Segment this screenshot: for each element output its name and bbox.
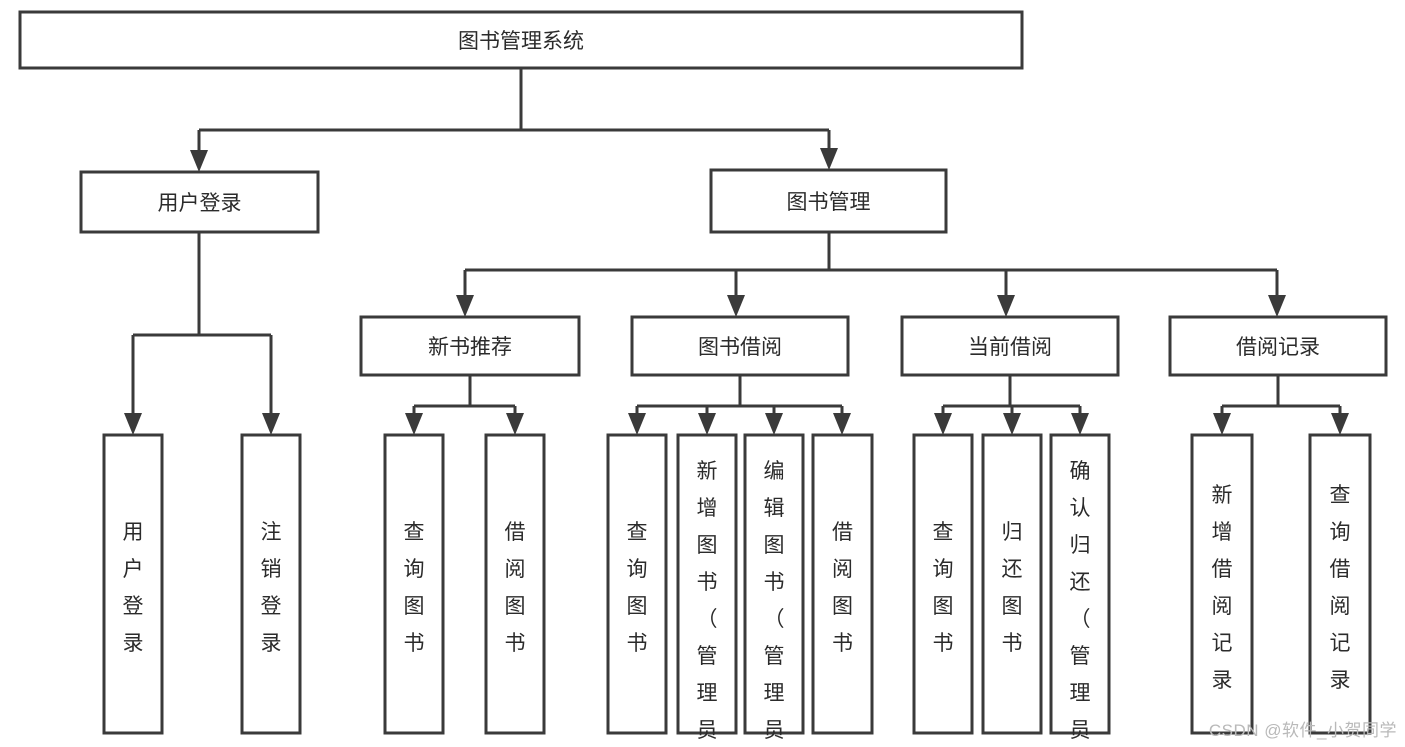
- node-label-leaf-borrow-book: 借阅图书: [832, 521, 853, 655]
- node-label-user-login: 用户登录: [158, 192, 242, 215]
- node-label-leaf-add-book-admin: 新增图书（管理员）: [697, 460, 718, 747]
- node-box-leaf-query-borrow-record[interactable]: [1308, 433, 1372, 735]
- node-box-leaf-borrow-book-rec[interactable]: [484, 433, 546, 735]
- node-box-leaf-add-borrow-record[interactable]: [1190, 433, 1254, 735]
- node-box-root[interactable]: [18, 10, 1024, 70]
- borrow-record-child-1-arrowhead: [1331, 413, 1349, 435]
- node-label-leaf-return-book: 归还图书: [1002, 521, 1023, 655]
- node-leaf-borrow-book[interactable]: 借阅图书: [811, 433, 874, 735]
- node-box-leaf-query-book-rec[interactable]: [383, 433, 445, 735]
- node-label-leaf-query-borrow-record: 查询借阅记录: [1330, 484, 1351, 692]
- node-leaf-borrow-book-rec[interactable]: 借阅图书: [484, 433, 546, 735]
- node-label-borrow-record: 借阅记录: [1236, 336, 1320, 359]
- node-label-leaf-query-book-borrow: 查询图书: [627, 521, 648, 655]
- node-leaf-return-book[interactable]: 归还图书: [981, 433, 1043, 735]
- new-book-rec-child-0-arrowhead: [405, 413, 423, 435]
- root-child-0-arrowhead: [190, 150, 208, 172]
- node-leaf-add-book-admin[interactable]: 新增图书（管理员）: [676, 433, 738, 747]
- node-label-book-borrow: 图书借阅: [698, 336, 782, 359]
- node-label-current-borrow: 当前借阅: [968, 336, 1052, 359]
- node-leaf-edit-book-admin[interactable]: 编辑图书（管理员）: [743, 433, 805, 747]
- node-root[interactable]: 图书管理系统: [18, 10, 1024, 70]
- node-current-borrow[interactable]: 当前借阅: [900, 315, 1120, 377]
- user-login-child-1-arrowhead: [262, 413, 280, 435]
- book-borrow-child-1-arrowhead: [698, 413, 716, 435]
- node-label-root: 图书管理系统: [458, 30, 584, 53]
- node-box-leaf-confirm-return-admin[interactable]: [1049, 433, 1111, 735]
- user-login-child-0-arrowhead: [124, 413, 142, 435]
- node-leaf-query-book-rec[interactable]: 查询图书: [383, 433, 445, 735]
- node-leaf-add-borrow-record[interactable]: 新增借阅记录: [1190, 433, 1254, 735]
- node-box-borrow-record[interactable]: [1168, 315, 1388, 377]
- node-label-leaf-edit-book-admin: 编辑图书（管理员）: [764, 460, 785, 747]
- node-label-new-book-rec: 新书推荐: [428, 336, 512, 359]
- node-layer: 图书管理系统用户登录图书管理新书推荐图书借阅当前借阅借阅记录用户登录注销登录查询…: [18, 10, 1388, 747]
- node-box-leaf-borrow-book[interactable]: [811, 433, 874, 735]
- current-borrow-child-2-arrowhead: [1071, 413, 1089, 435]
- borrow-record-child-0-arrowhead: [1213, 413, 1231, 435]
- node-user-login[interactable]: 用户登录: [79, 170, 320, 234]
- node-leaf-confirm-return-admin[interactable]: 确认归还（管理员）: [1049, 433, 1111, 747]
- book-manage-child-3-arrowhead: [1268, 295, 1286, 317]
- book-borrow-child-2-arrowhead: [765, 413, 783, 435]
- node-box-leaf-add-book-admin[interactable]: [676, 433, 738, 735]
- node-box-leaf-user-login[interactable]: [102, 433, 164, 735]
- new-book-rec-child-1-arrowhead: [506, 413, 524, 435]
- current-borrow-child-1-arrowhead: [1003, 413, 1021, 435]
- node-box-leaf-return-book[interactable]: [981, 433, 1043, 735]
- node-leaf-query-book-cur[interactable]: 查询图书: [912, 433, 974, 735]
- node-box-book-manage[interactable]: [709, 168, 948, 234]
- book-borrow-child-3-arrowhead: [833, 413, 851, 435]
- node-box-new-book-rec[interactable]: [359, 315, 581, 377]
- book-manage-child-1-arrowhead: [727, 295, 745, 317]
- node-label-leaf-user-logout: 注销登录: [261, 521, 282, 655]
- root-child-1-arrowhead: [820, 148, 838, 170]
- node-book-manage[interactable]: 图书管理: [709, 168, 948, 234]
- node-label-leaf-add-borrow-record: 新增借阅记录: [1212, 484, 1233, 692]
- node-label-leaf-query-book-cur: 查询图书: [933, 521, 954, 655]
- node-box-leaf-user-logout[interactable]: [240, 433, 302, 735]
- node-leaf-user-login[interactable]: 用户登录: [102, 433, 164, 735]
- node-label-book-manage: 图书管理: [787, 191, 871, 214]
- node-label-leaf-query-book-rec: 查询图书: [404, 521, 425, 655]
- node-box-user-login[interactable]: [79, 170, 320, 234]
- node-box-leaf-edit-book-admin[interactable]: [743, 433, 805, 735]
- book-borrow-child-0-arrowhead: [628, 413, 646, 435]
- node-box-book-borrow[interactable]: [630, 315, 850, 377]
- current-borrow-child-0-arrowhead: [934, 413, 952, 435]
- book-manage-child-2-arrowhead: [997, 295, 1015, 317]
- node-leaf-user-logout[interactable]: 注销登录: [240, 433, 302, 735]
- node-new-book-rec[interactable]: 新书推荐: [359, 315, 581, 377]
- connector-layer: [124, 68, 1349, 435]
- node-borrow-record[interactable]: 借阅记录: [1168, 315, 1388, 377]
- node-leaf-query-borrow-record[interactable]: 查询借阅记录: [1308, 433, 1372, 735]
- node-box-current-borrow[interactable]: [900, 315, 1120, 377]
- node-label-leaf-borrow-book-rec: 借阅图书: [505, 521, 526, 655]
- node-box-leaf-query-book-borrow[interactable]: [606, 433, 668, 735]
- node-box-leaf-query-book-cur[interactable]: [912, 433, 974, 735]
- node-label-leaf-confirm-return-admin: 确认归还（管理员）: [1070, 460, 1091, 747]
- node-leaf-query-book-borrow[interactable]: 查询图书: [606, 433, 668, 735]
- book-manage-child-0-arrowhead: [456, 295, 474, 317]
- node-book-borrow[interactable]: 图书借阅: [630, 315, 850, 377]
- node-label-leaf-user-login: 用户登录: [123, 521, 144, 655]
